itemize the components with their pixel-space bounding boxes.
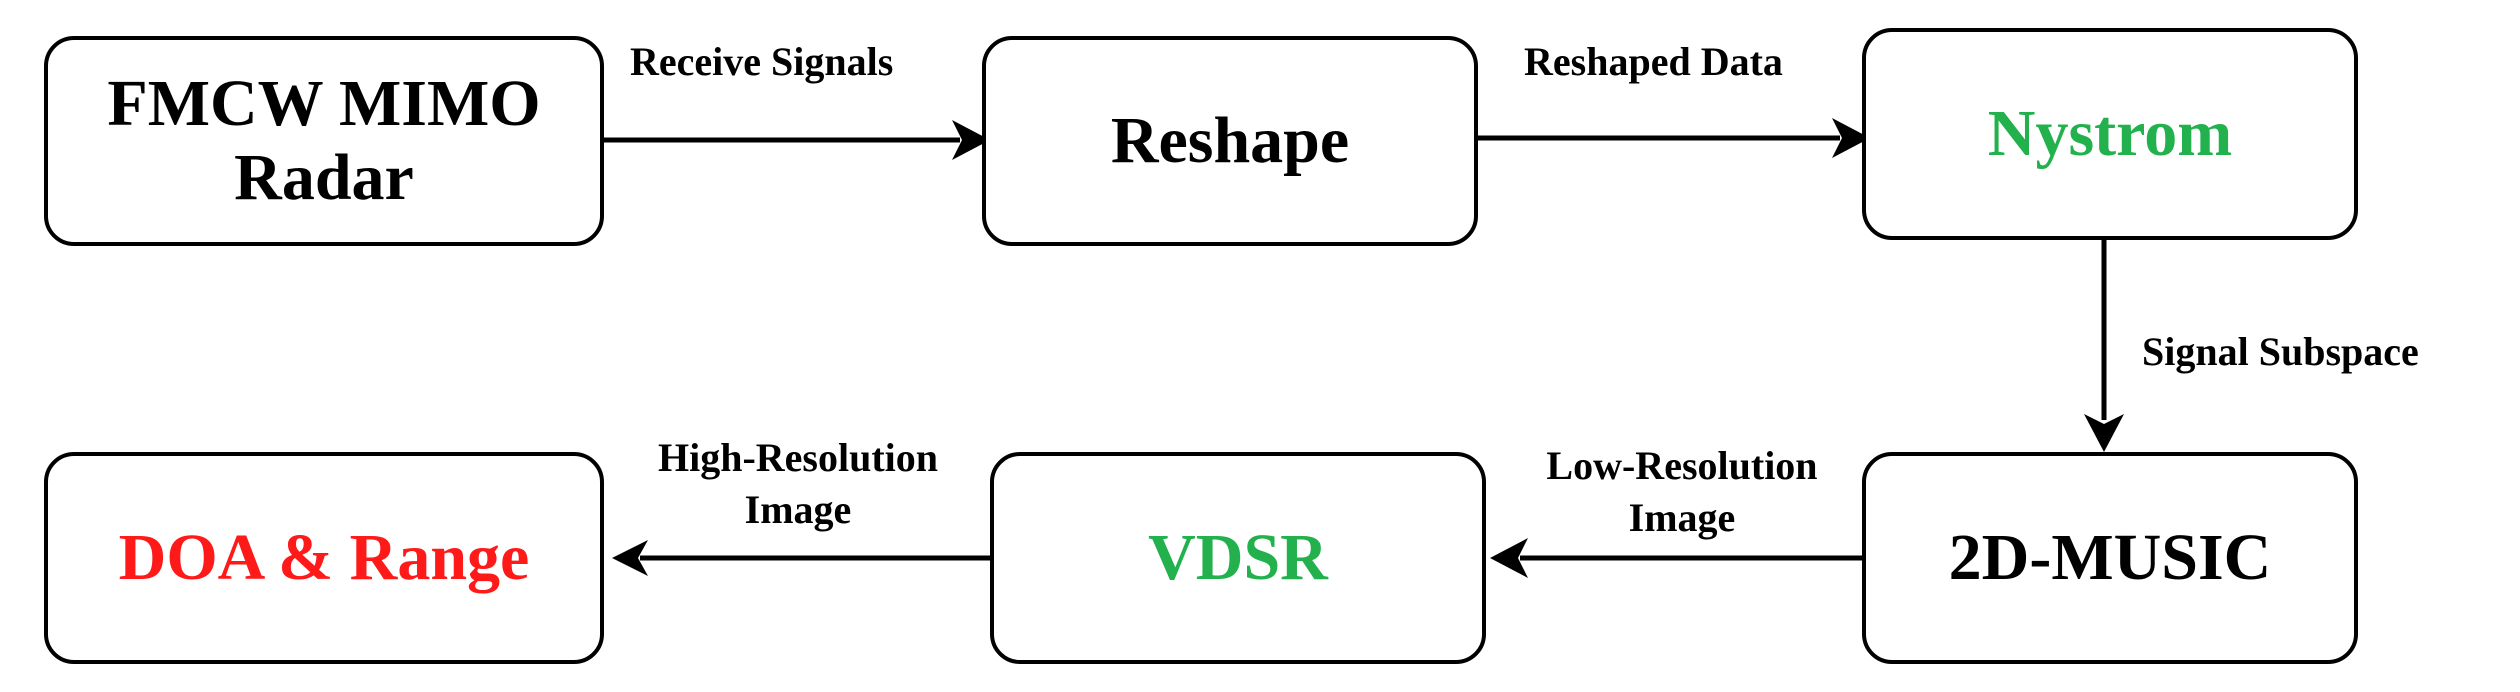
music-2d-node: 2D-MUSIC — [1862, 452, 2358, 664]
high-resolution-image-label: High-Resolution Image — [620, 432, 976, 536]
vdsr-node: VDSR — [990, 452, 1486, 664]
reshape-node: Reshape — [982, 36, 1478, 246]
nystrom-label: Nystrom — [1987, 97, 2233, 170]
doa-range-label: DOA & Range — [118, 521, 530, 594]
music-label: 2D-MUSIC — [1948, 521, 2272, 594]
arrow-radar-to-reshape — [604, 120, 990, 160]
low-resolution-image-label: Low-Resolution Image — [1512, 440, 1852, 544]
reshape-label: Reshape — [1110, 104, 1350, 177]
nystrom-node: Nystrom — [1862, 28, 2358, 240]
radar-label-line2: Radar — [234, 141, 414, 214]
arrow-reshape-to-nystrom — [1478, 118, 1870, 158]
arrow-vdsr-to-output — [612, 540, 992, 576]
high-resolution-line2: Image — [744, 487, 852, 532]
receive-signals-label: Receive Signals — [630, 39, 894, 84]
low-resolution-line2: Image — [1628, 495, 1736, 540]
reshaped-data-label: Reshaped Data — [1524, 39, 1783, 84]
arrow-nystrom-to-music — [2084, 240, 2124, 452]
radar-label-line1: FMCW MIMO — [107, 67, 541, 140]
fmcw-mimo-radar-node: FMCW MIMO Radar — [44, 36, 604, 246]
arrow-music-to-vdsr — [1490, 538, 1870, 578]
low-resolution-line1: Low-Resolution — [1546, 443, 1818, 488]
high-resolution-line1: High-Resolution — [657, 435, 939, 480]
vdsr-label: VDSR — [1148, 521, 1328, 594]
doa-range-node: DOA & Range — [44, 452, 604, 664]
signal-subspace-label: Signal Subspace — [2142, 329, 2419, 374]
